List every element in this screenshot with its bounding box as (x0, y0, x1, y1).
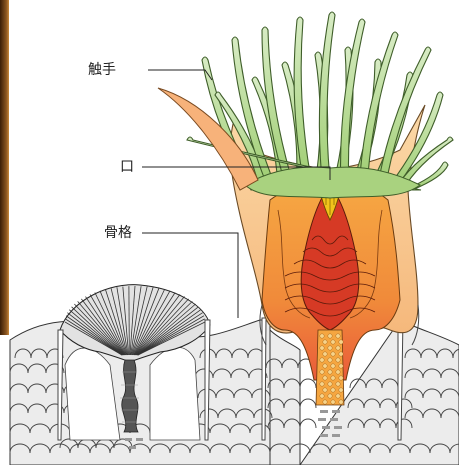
photo-edge (0, 0, 9, 335)
gut-cell (320, 370, 324, 374)
gut-cell (339, 376, 343, 380)
gut-cell (339, 352, 343, 356)
leader-tentacle (148, 70, 212, 80)
gut-cell (336, 382, 340, 386)
gut-cell (336, 358, 340, 362)
gut-cell (331, 400, 335, 404)
tentacle-9 (319, 12, 335, 190)
gut-cell (323, 340, 327, 344)
gut-cell (323, 376, 327, 380)
gut-cell (328, 382, 332, 386)
gut-cell (331, 364, 335, 368)
gut-cell (339, 388, 343, 392)
label-skeleton: 骨格 (104, 225, 132, 241)
tentacles (187, 12, 453, 198)
gut-cell (331, 388, 335, 392)
gut-cell (336, 394, 340, 398)
corallite-cavity-right (150, 347, 200, 440)
gut-cell (331, 352, 335, 356)
gut-cell (339, 400, 343, 404)
gut-cell (328, 370, 332, 374)
gut-cell (336, 370, 340, 374)
gut-cell (320, 346, 324, 350)
gut-cell (320, 358, 324, 362)
gut-cell (323, 352, 327, 356)
label-mouth: 口 (120, 159, 134, 175)
gut-cell (323, 400, 327, 404)
gut-cell (336, 346, 340, 350)
gut-cell (328, 394, 332, 398)
gut-cell (328, 334, 332, 338)
label-tentacle: 触手 (88, 62, 116, 78)
gut-cell (323, 388, 327, 392)
skeleton-cell (300, 399, 316, 408)
gut-cell (328, 358, 332, 362)
gut-cell (331, 340, 335, 344)
skeleton-cell (300, 419, 316, 428)
gut-cell (339, 340, 343, 344)
gut-cell (336, 334, 340, 338)
gut-cell (331, 376, 335, 380)
gut-cell (320, 334, 324, 338)
gut-cell (323, 364, 327, 368)
gut-cell (328, 346, 332, 350)
gut-cell (320, 394, 324, 398)
gut-cell (339, 364, 343, 368)
gut-cell (320, 382, 324, 386)
